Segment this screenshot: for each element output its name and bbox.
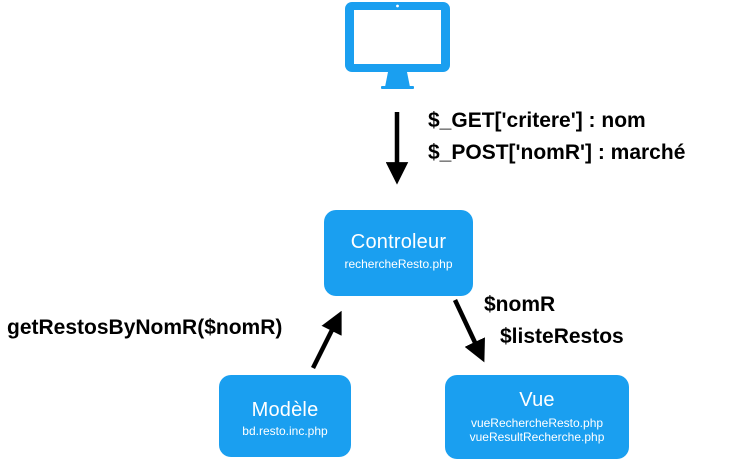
- vue-title: Vue: [519, 389, 555, 411]
- monitor-icon: [345, 2, 450, 89]
- var-nomr-label: $nomR: [484, 293, 556, 316]
- controleur-file: rechercheResto.php: [344, 257, 453, 271]
- vue-file-1: vueRechercheResto.php: [470, 416, 604, 430]
- controleur-box: Controleur rechercheResto.php: [324, 210, 473, 296]
- get-param-label: $_GET['critere'] : nom: [428, 109, 646, 132]
- vue-box: Vue vueRechercheResto.php vueResultReche…: [445, 375, 629, 459]
- modele-title: Modèle: [251, 399, 319, 421]
- arrow-modele-to-controleur: [310, 310, 342, 370]
- model-call-label: getRestosByNomR($nomR): [7, 316, 283, 339]
- post-param-label: $_POST['nomR'] : marché: [428, 141, 686, 164]
- controleur-title: Controleur: [350, 231, 447, 253]
- arrow-controleur-to-vue: [452, 299, 485, 363]
- modele-file: bd.resto.inc.php: [242, 424, 328, 438]
- vue-file-2: vueResultRecherche.php: [469, 430, 605, 444]
- var-listerestos-label: $listeRestos: [500, 325, 624, 348]
- modele-box: Modèle bd.resto.inc.php: [219, 375, 351, 457]
